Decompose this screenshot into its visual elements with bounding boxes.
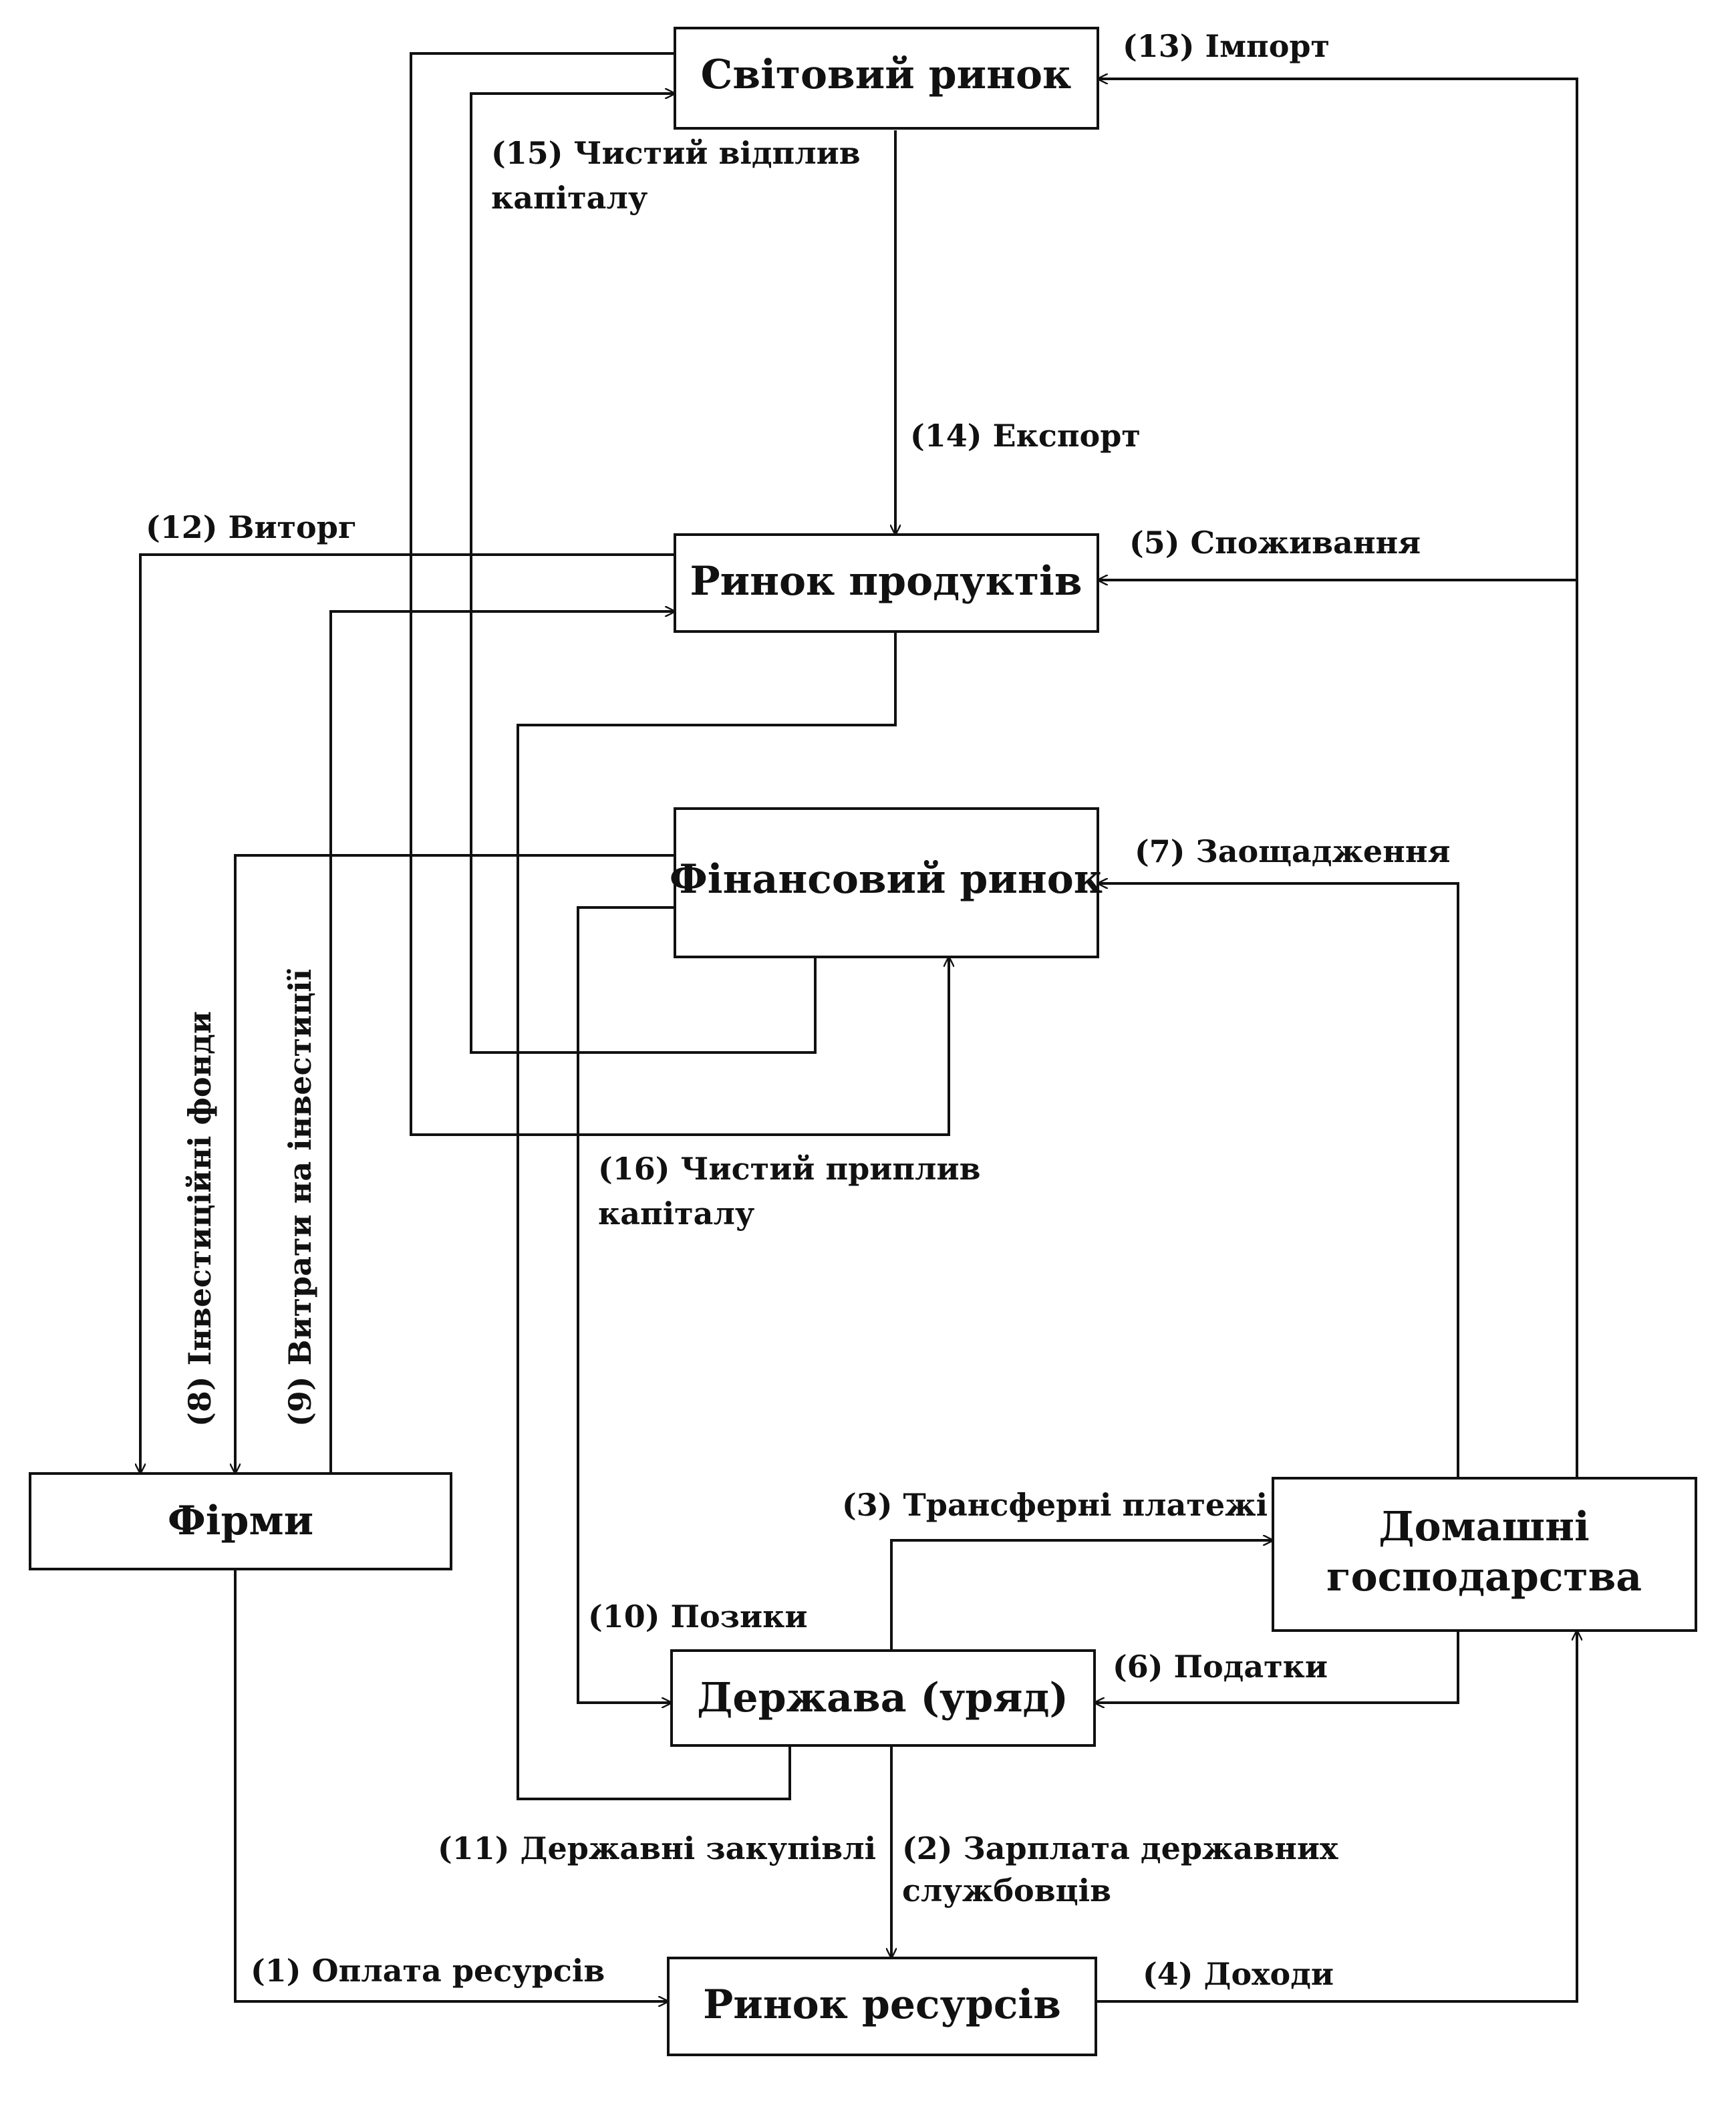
flow-13-import-line — [1098, 79, 1578, 1478]
households-label-line1: Домашні — [1379, 1504, 1590, 1550]
firms-node: Фірми — [29, 1472, 452, 1570]
flow-16-capital-inflow-line — [410, 52, 949, 1136]
product-market-label: Ринок продуктів — [690, 558, 1082, 605]
flow-9-investment-spending-line — [329, 611, 675, 1474]
flow-2-label-line1: (2) Зарплата державних — [902, 1830, 1338, 1866]
flow-15-capital-outflow-line — [470, 94, 817, 1054]
flow-16-label-line2: капіталу — [598, 1196, 754, 1232]
financial-market-label: Фінансовий ринок — [670, 856, 1103, 903]
flow-8-label: (8) Інвестиційні фонди — [182, 1011, 218, 1427]
resource-market-label: Ринок ресурсів — [703, 1981, 1061, 2028]
flow-6-taxes-line — [1095, 1631, 1459, 1703]
world-market-label: Світовий ринок — [701, 51, 1072, 98]
flow-10-label: (10) Позики — [588, 1598, 808, 1635]
flow-4-label: (4) Доходи — [1143, 1956, 1334, 1992]
flow-6-label: (6) Податки — [1113, 1649, 1328, 1685]
flow-12-label: (12) Виторг — [146, 509, 357, 545]
flow-3-transfer-payments-line — [890, 1540, 1273, 1651]
world-market-node: Світовий ринок — [674, 27, 1099, 130]
flow-2-label-line2: службовців — [902, 1872, 1111, 1909]
households-node: Домашні господарства — [1272, 1477, 1697, 1632]
flow-7-label: (7) Заощадження — [1135, 833, 1451, 869]
households-label-line2: господарства — [1326, 1554, 1642, 1600]
flow-11-label: (11) Державні закупівлі — [438, 1830, 876, 1866]
resource-market-node: Ринок ресурсів — [667, 1957, 1097, 2056]
flow-1-label: (1) Оплата ресурсів — [251, 1953, 605, 1989]
flow-8-investment-funds-line — [235, 854, 675, 1474]
flow-10-loans-line — [577, 906, 675, 1703]
flow-14-label: (14) Експорт — [910, 418, 1141, 454]
flow-9-label: (9) Витрати на інвестиції — [282, 968, 318, 1427]
flow-1-resource-payment-line — [234, 1569, 668, 2001]
flow-12-revenue-line — [140, 553, 675, 1474]
flow-16-label-line1: (16) Чистий приплив — [598, 1151, 981, 1187]
flow-15-label-line1: (15) Чистий відплив — [491, 135, 861, 171]
government-node: Держава (уряд) — [670, 1649, 1096, 1747]
government-label: Держава (уряд) — [697, 1675, 1068, 1721]
flow-7-savings-line — [1098, 883, 1459, 1478]
product-market-node: Ринок продуктів — [674, 533, 1099, 633]
financial-market-node: Фінансовий ринок — [670, 807, 1103, 958]
firms-label: Фірми — [168, 1498, 313, 1544]
flow-15-label-line2: капіталу — [491, 180, 647, 216]
flow-5-label: (5) Споживання — [1129, 525, 1421, 561]
flow-3-label: (3) Трансферні платежі — [842, 1487, 1268, 1523]
flow-4-incomes-line — [1096, 1631, 1577, 2003]
flow-13-label: (13) Імпорт — [1123, 28, 1330, 64]
flow-11-government-purchases-line — [517, 632, 897, 1800]
